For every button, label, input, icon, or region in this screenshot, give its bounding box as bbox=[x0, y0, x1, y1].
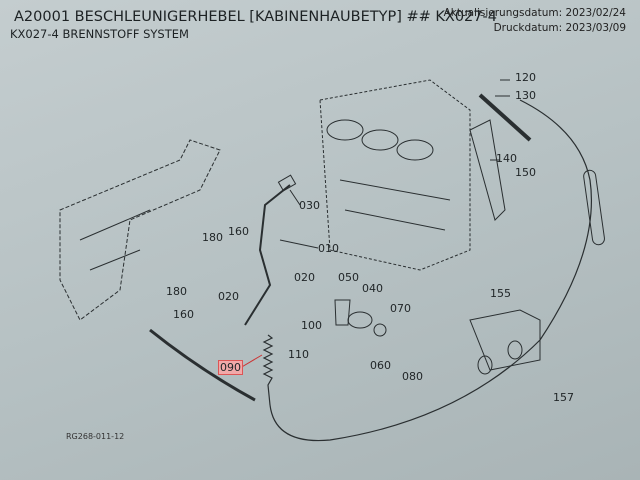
spring-090 bbox=[262, 334, 274, 406]
bracket-left bbox=[59, 139, 221, 321]
part-label-100[interactable]: 100 bbox=[301, 319, 322, 332]
print-date: Druckdatum: 2023/03/09 bbox=[493, 22, 626, 34]
part-label-160-upper[interactable]: 160 bbox=[228, 225, 249, 238]
part-label-140[interactable]: 140 bbox=[496, 152, 517, 165]
part-label-020-right[interactable]: 020 bbox=[294, 271, 315, 284]
part-label-010[interactable]: 010 bbox=[318, 242, 339, 255]
part-label-080[interactable]: 080 bbox=[402, 370, 423, 383]
part-label-120[interactable]: 120 bbox=[515, 71, 536, 84]
part-label-070[interactable]: 070 bbox=[390, 302, 411, 315]
part-label-160-lower[interactable]: 160 bbox=[173, 308, 194, 321]
part-label-130[interactable]: 130 bbox=[515, 89, 536, 102]
page-subtitle: KX027-4 BRENNSTOFF SYSTEM bbox=[10, 27, 189, 41]
part-label-060[interactable]: 060 bbox=[370, 359, 391, 372]
part-label-180-lower[interactable]: 180 bbox=[166, 285, 187, 298]
engine-block bbox=[319, 79, 471, 271]
part-label-150[interactable]: 150 bbox=[515, 166, 536, 179]
accelerator-lever bbox=[244, 184, 291, 326]
part-label-020-left[interactable]: 020 bbox=[218, 290, 239, 303]
part-label-050[interactable]: 050 bbox=[338, 271, 359, 284]
part-label-040[interactable]: 040 bbox=[362, 282, 383, 295]
part-label-030[interactable]: 030 bbox=[299, 199, 320, 212]
throttle-cable bbox=[269, 99, 593, 442]
page-title: A20001 BESCHLEUNIGERHEBEL [KABINENHAUBET… bbox=[14, 9, 497, 25]
part-label-090-highlighted[interactable]: 090 bbox=[218, 360, 243, 375]
part-label-180-upper[interactable]: 180 bbox=[202, 231, 223, 244]
diagram-reference: RG268-011-12 bbox=[66, 432, 125, 441]
part-label-110[interactable]: 110 bbox=[288, 348, 309, 361]
part-label-155[interactable]: 155 bbox=[490, 287, 511, 300]
part-label-157[interactable]: 157 bbox=[553, 391, 574, 404]
update-date: Aktualisierungsdatum: 2023/02/24 bbox=[443, 7, 626, 19]
